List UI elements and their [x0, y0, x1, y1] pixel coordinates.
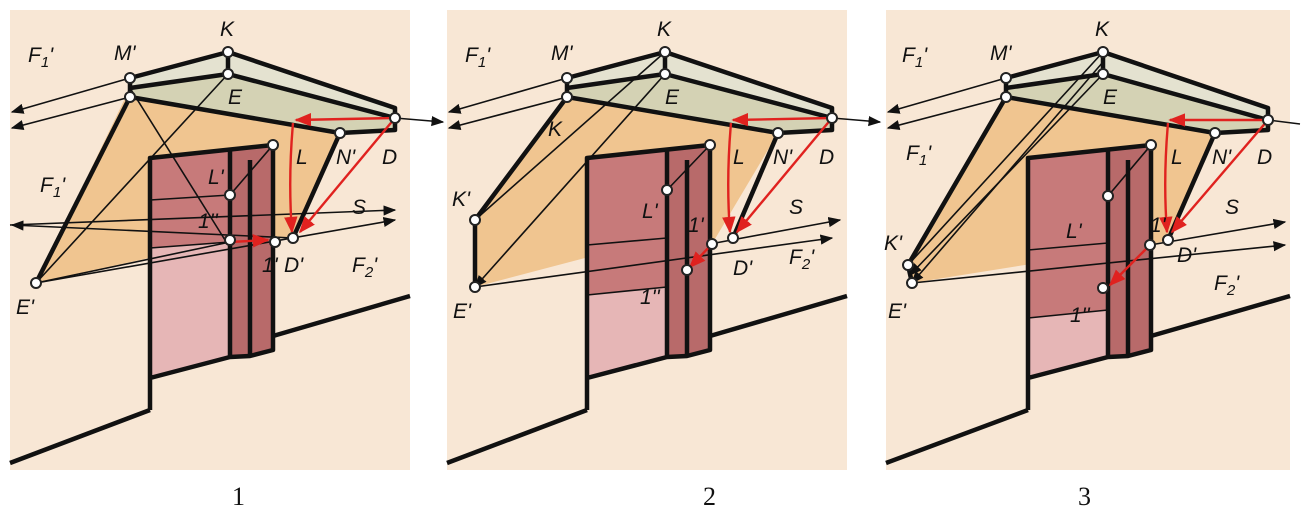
label: E — [228, 86, 243, 109]
label: S — [352, 196, 366, 219]
label: F1' — [902, 44, 928, 71]
label: M' — [990, 42, 1012, 65]
label: D — [819, 146, 834, 169]
label: F2' — [352, 254, 378, 281]
label: M' — [114, 42, 136, 65]
panel-caption: 2 — [703, 482, 716, 511]
door-lit-area — [150, 242, 230, 378]
label: F2' — [789, 246, 815, 273]
label: E' — [453, 300, 472, 323]
label: F1' — [465, 44, 491, 71]
label: 1'' — [1070, 304, 1091, 327]
label: E' — [16, 296, 35, 319]
label: L — [1171, 146, 1183, 169]
label: 1' — [1150, 214, 1167, 237]
panel-caption: 3 — [1078, 482, 1091, 511]
label: 1'' — [198, 210, 219, 233]
label: L' — [642, 200, 659, 223]
label: E' — [888, 300, 907, 323]
label: E — [665, 86, 680, 109]
label: M' — [551, 42, 573, 65]
label: 1' — [688, 214, 705, 237]
label: K — [1095, 18, 1110, 41]
label: N' — [336, 146, 356, 169]
panel-2: K M' F1' E K L N' D K' L' 1' S D' F2' 1'… — [446, 10, 882, 511]
label: F1' — [28, 44, 54, 71]
panel-1: K M' F1' E L N' D F1' L' S 1'' 1' D' F2'… — [9, 10, 445, 511]
label: F2' — [1214, 272, 1240, 299]
label: K' — [452, 188, 471, 211]
label: D — [382, 146, 397, 169]
label: K — [220, 18, 235, 41]
label: E — [1103, 86, 1118, 109]
label: 1'' — [640, 286, 661, 309]
canopy-edge — [567, 52, 832, 118]
label: L' — [1066, 220, 1083, 243]
label: D — [1257, 146, 1272, 169]
label: F1' — [906, 142, 932, 169]
label: L — [296, 146, 308, 169]
label: K' — [884, 232, 903, 255]
canopy-edge — [130, 52, 395, 118]
label: L — [733, 146, 745, 169]
label: K — [657, 18, 672, 41]
label: N' — [773, 146, 793, 169]
canopy-top — [1006, 74, 1268, 133]
label: S — [789, 196, 803, 219]
label: D' — [284, 254, 304, 277]
label: D' — [733, 257, 753, 280]
door-lit-area — [587, 287, 667, 378]
label: 1' — [262, 254, 279, 277]
label: F1' — [40, 174, 66, 201]
panel-caption: 1 — [232, 482, 245, 511]
label: L' — [208, 166, 225, 189]
label: S — [1225, 196, 1239, 219]
label: K — [548, 118, 563, 141]
panel-3: K M' F1' E L N' D F1' 1' S K' L' D' F2' … — [884, 10, 1301, 511]
canopy-edge — [1006, 52, 1268, 120]
label: N' — [1212, 146, 1232, 169]
label: D' — [1177, 244, 1197, 267]
